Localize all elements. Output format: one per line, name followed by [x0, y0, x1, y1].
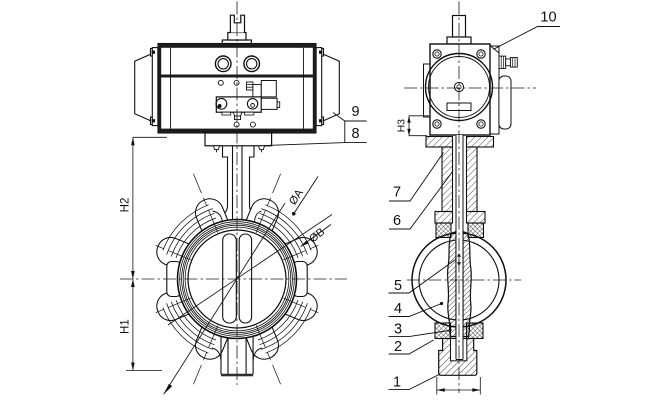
- svg-text:9: 9: [351, 104, 359, 120]
- svg-text:H2: H2: [119, 198, 131, 213]
- svg-text:H3: H3: [396, 119, 408, 133]
- svg-text:8: 8: [351, 126, 359, 142]
- svg-text:6: 6: [393, 213, 401, 229]
- svg-text:3: 3: [394, 322, 402, 338]
- svg-text:H1: H1: [119, 319, 131, 334]
- svg-text:4: 4: [394, 301, 402, 317]
- svg-text:10: 10: [540, 9, 556, 25]
- svg-text:5: 5: [394, 278, 402, 294]
- svg-text:1: 1: [393, 375, 401, 391]
- svg-text:7: 7: [393, 185, 401, 201]
- svg-text:2: 2: [394, 339, 402, 355]
